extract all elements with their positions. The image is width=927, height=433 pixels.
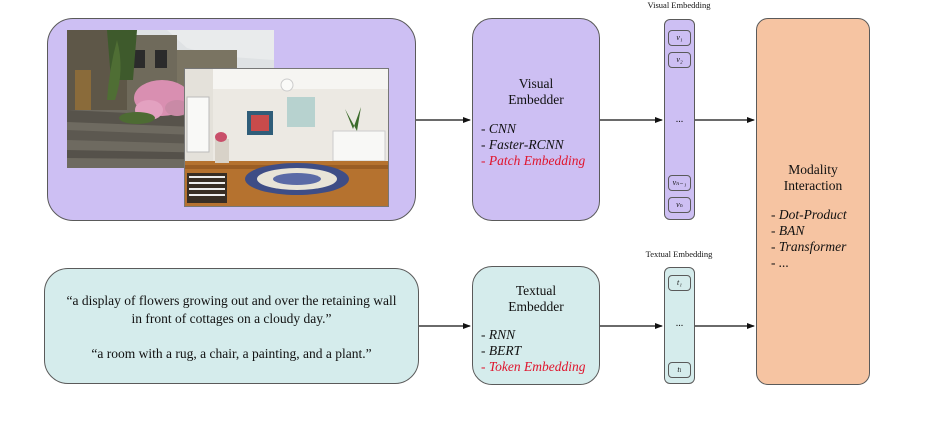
textual-embedder-item-token-embedding: - Token Embedding: [481, 359, 586, 374]
visual-column-ellipsis: ...: [675, 114, 684, 125]
modality-item-ban: - BAN: [771, 223, 805, 238]
textual-embedder-title-line-2: Embedder: [508, 299, 564, 314]
textual-embedding-label: Textual Embedding: [645, 249, 713, 259]
visual-token-vn: vₙ: [668, 197, 691, 213]
textual-embedder-item-rnn: - RNN: [481, 327, 516, 342]
visual-embedder-title-line-1: Visual: [518, 76, 554, 91]
modality-item-dot-product: - Dot-Product: [771, 207, 847, 222]
visual-embedder-item-patch-embedding: - Patch Embedding: [481, 153, 586, 168]
textual-embedder-box: Textual Embedder - RNN - BERT - Token Em…: [472, 266, 600, 385]
visual-embedding-label: Visual Embedding: [647, 0, 711, 10]
visual-token-v2: v₂: [668, 52, 691, 68]
visual-embedder-item-faster-rcnn: - Faster-RCNN: [481, 137, 564, 152]
visual-token-vn-minus-1: vₙ₋₁: [668, 175, 691, 191]
caption-1-line-1: “a display of flowers growing out and ov…: [66, 293, 397, 308]
caption-1-line-2: in front of cottages on a cloudy day.”: [131, 311, 332, 326]
caption-2: “a room with a rug, a chair, a painting,…: [91, 346, 372, 361]
visual-token-v1: v₁: [668, 30, 691, 46]
living-room-photo: [184, 68, 389, 207]
text-token-tl: tₗ: [668, 362, 691, 378]
text-token-t1: t₁: [668, 275, 691, 291]
modality-interaction-box: Modality Interaction - Dot-Product - BAN…: [756, 18, 870, 385]
textual-embedder-title-line-1: Textual: [515, 283, 557, 298]
textual-embedding-column: t₁ ... tₗ: [664, 267, 695, 384]
modality-item-transformer: - Transformer: [771, 239, 847, 254]
text-input-box: “a display of flowers growing out and ov…: [44, 268, 419, 384]
visual-embedder-box: Visual Embedder - CNN - Faster-RCNN - Pa…: [472, 18, 600, 221]
modality-title-line-1: Modality: [788, 162, 838, 177]
visual-embedding-column: v₁ v₂ ... vₙ₋₁ vₙ: [664, 19, 695, 220]
textual-column-ellipsis: ...: [675, 318, 684, 329]
textual-embedder-item-bert: - BERT: [481, 343, 522, 358]
visual-embedder-title-line-2: Embedder: [508, 92, 564, 107]
visual-embedder-item-cnn: - CNN: [481, 121, 516, 136]
modality-title-line-2: Interaction: [783, 178, 843, 193]
modality-item-ellipsis: - ...: [771, 255, 789, 270]
